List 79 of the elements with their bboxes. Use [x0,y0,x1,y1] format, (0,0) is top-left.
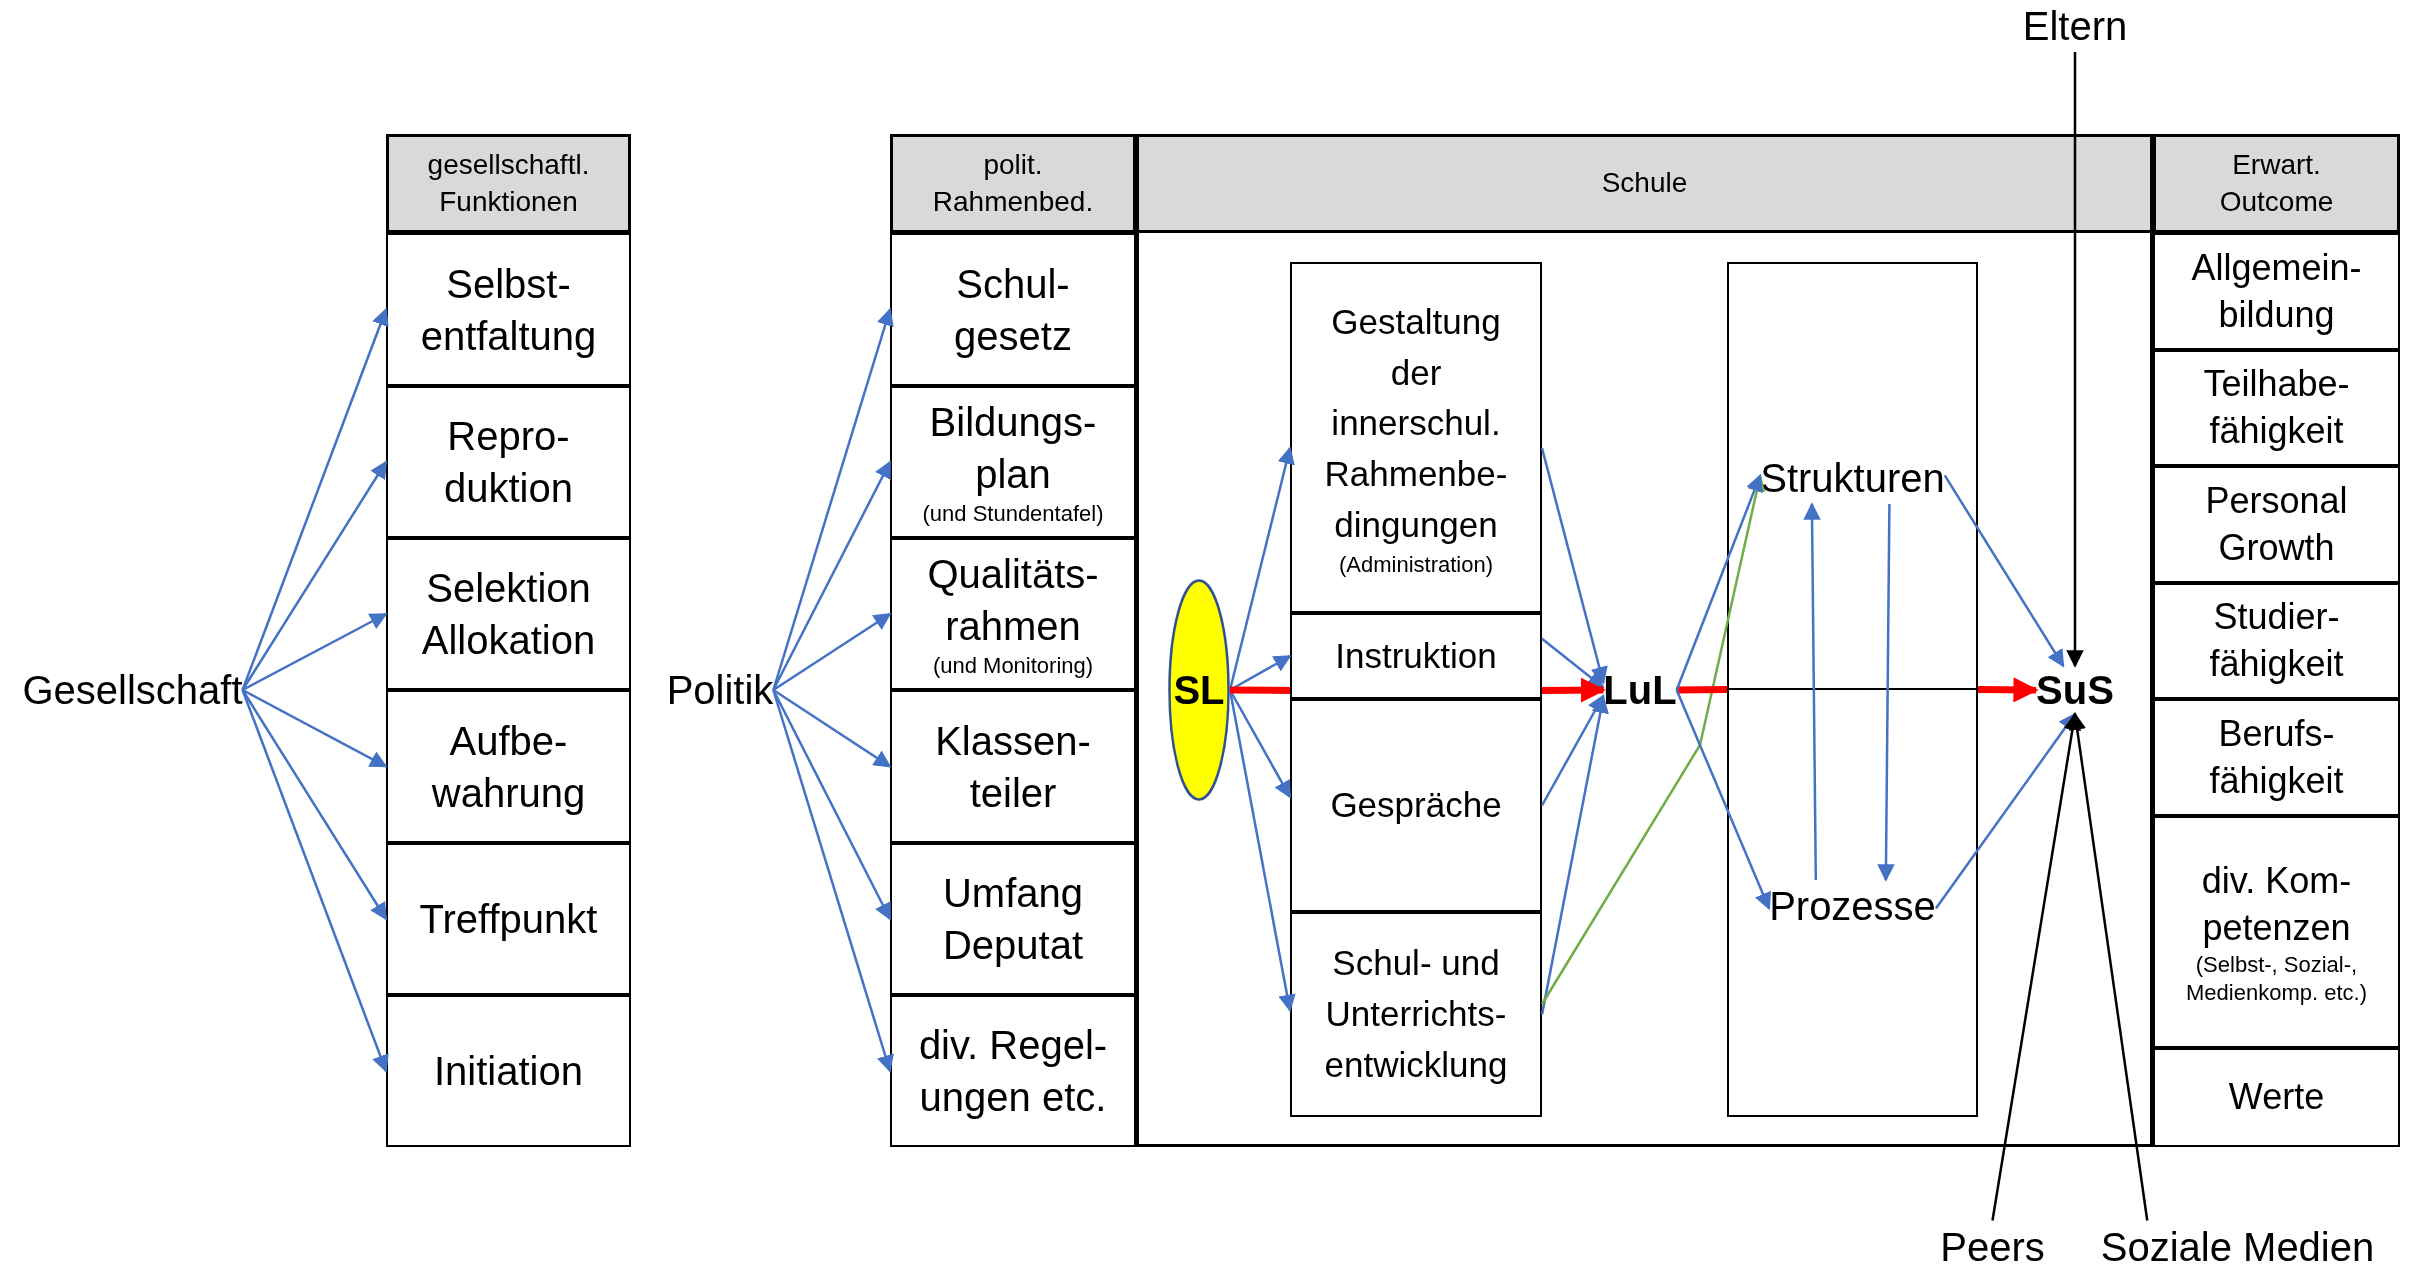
table-cell: Umfang Deputat [890,843,1136,995]
arrow [1675,689,1772,911]
arrow [1991,712,2082,1221]
arrow [241,689,388,921]
arrow [772,689,892,921]
arrow [772,689,894,1073]
connector-line [1676,686,1728,694]
cell-text: div. Kom- petenzen [2200,858,2353,950]
header-cell: gesellschaftl. Funktionen [386,134,631,233]
cell-text: Gestaltung der innerschul. Rahmenbe- dingungen [1323,300,1509,546]
table-cell: Allgemein- bildung [2153,233,2400,350]
table-cell: Personal Growth [2153,466,2400,583]
arrow [1228,689,1296,1013]
table-cell [2153,816,2400,1048]
process-box [1290,262,1542,613]
cell-note: (Selbst-, Sozial-, Medienkomp. etc.) [2185,951,2368,1007]
node-label: Prozesse [1769,880,1936,932]
header-cell: polit. Rahmenbed. [890,134,1136,233]
node-label: Soziale Medien [2100,1220,2375,1271]
arrow [1540,447,1608,685]
arrow [1541,637,1605,689]
table-cell: Selektion Allokation [386,538,631,690]
process-box: Schul- und Unterrichts- entwicklung [1290,912,1542,1117]
arrow [1803,502,1821,880]
arrow [1943,474,2065,668]
arrow [1228,446,1295,691]
cell-note: (und Stundentafel) [922,500,1104,528]
table-cell: Initiation [386,995,631,1147]
arrow [1877,504,1895,882]
node-label: SuS [2036,666,2114,714]
arrow [772,307,894,691]
node-label: Strukturen [1760,452,1945,504]
arrow [1540,695,1609,1015]
cell-text: Qualitäts- rahmen [926,551,1100,651]
arrow [1977,677,2039,703]
table-cell: div. Regel- ungen etc. [890,995,1136,1147]
node-label: SL [1173,667,1225,714]
header-cell: Erwart. Outcome [2153,134,2400,233]
node-label: Eltern [2022,0,2128,52]
arrow [241,688,388,768]
table-cell: Repro- duktion [386,386,631,538]
arrow [241,307,389,691]
table-cell: Selbst- entfaltung [386,233,631,386]
cell-note: (und Monitoring) [932,652,1094,680]
arrow [772,688,892,768]
arrow [241,689,389,1073]
node-label: Gesellschaft [22,664,243,716]
table-cell [890,386,1136,538]
table-cell: Schul- gesetz [890,233,1136,386]
header-cell: Schule [1139,137,2150,233]
process-box: Instruktion [1290,613,1542,699]
cell-note: (Administration) [1338,550,1493,579]
arrow [241,612,388,692]
process-box: Gespräche [1290,699,1542,912]
table-cell: Werte [2153,1048,2400,1147]
node-label: Politik [666,664,774,716]
connector-line [1229,686,1291,694]
arrow [1675,473,1763,691]
arrow [772,460,892,691]
table-cell: Studier- fähigkeit [2153,583,2400,699]
table-cell: Klassen- teiler [890,690,1136,843]
table-cell: Teilhabe- fähigkeit [2153,350,2400,466]
arrow [1934,712,2076,910]
section-frame [1136,134,2153,1147]
arrow [1540,694,1605,807]
rectangle-box [1727,262,1978,1117]
ellipse-node [1168,579,1230,801]
arrow [2066,52,2084,668]
cell-text: Bildungs- plan [928,399,1098,499]
arrow [2068,712,2149,1221]
table-cell: Treffpunkt [386,843,631,995]
arrow [1541,677,1606,703]
table-cell: Berufs- fähigkeit [2153,699,2400,816]
table-cell: Aufbe- wahrung [386,690,631,843]
table-cell [890,538,1136,690]
arrow [241,460,388,691]
node-label: Peers [1940,1220,2045,1271]
node-label: LuL [1603,666,1677,714]
arrow [772,612,892,692]
